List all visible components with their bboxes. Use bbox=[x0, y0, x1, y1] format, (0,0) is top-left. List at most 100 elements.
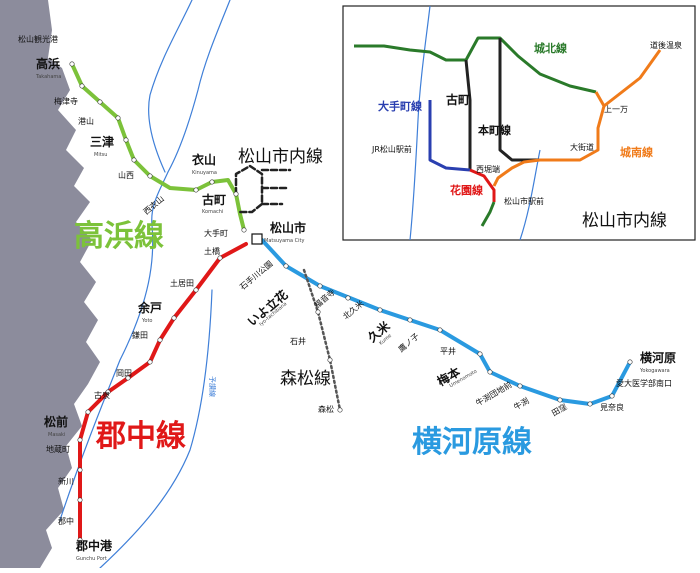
sea-area bbox=[0, 0, 100, 568]
station-dot bbox=[609, 393, 615, 399]
station-label-komachi-roman: Komachi bbox=[202, 209, 223, 215]
inset-label-nishidori: 西堀端 bbox=[476, 164, 500, 174]
label-gunchu-line: 郡中線 bbox=[95, 419, 186, 454]
station-label-kinuyamaline: 牛渕団地前 bbox=[474, 379, 514, 408]
station-label-fukuonji: 福音寺 bbox=[312, 287, 337, 310]
inset-label-honmachi: 本町線 bbox=[478, 123, 511, 137]
station-dot bbox=[437, 327, 443, 333]
station-dot bbox=[377, 307, 383, 313]
inset-label-jonan: 城南線 bbox=[620, 145, 653, 159]
station-label-yokogawara-roman: Yokogawara bbox=[639, 368, 670, 374]
station-label-gunchu: 郡中 bbox=[58, 516, 74, 526]
inset-line-green-stub bbox=[480, 201, 496, 227]
station-dot bbox=[123, 137, 129, 143]
inset-label-shidaimae: 松山市駅前 bbox=[504, 196, 544, 206]
station-label-yamanishi: 山西 bbox=[118, 170, 134, 180]
station-label-minatoyama: 港山 bbox=[78, 116, 94, 126]
station-dot bbox=[477, 351, 483, 357]
station-label-shinkawa: 新川 bbox=[58, 476, 74, 486]
inset-line-hanazono bbox=[469, 168, 496, 202]
station-label-morimatsu: 森松 bbox=[318, 404, 334, 414]
station-label-yoto-roman: Yoto bbox=[141, 318, 152, 324]
inset-label-hanazono: 花園線 bbox=[450, 183, 483, 197]
inset-label-johoku: 城北線 bbox=[534, 41, 567, 55]
station-label-kinuyama: 衣山 bbox=[192, 152, 216, 167]
label-yokogawara-line: 横河原線 bbox=[412, 425, 532, 460]
inset-line-johoku bbox=[464, 36, 597, 94]
station-dot bbox=[77, 537, 83, 543]
station-dot bbox=[517, 383, 523, 389]
station-label-mikawa: 見奈良 bbox=[600, 402, 624, 412]
line-morimatsu bbox=[302, 268, 342, 412]
station-dot bbox=[241, 227, 247, 233]
station-dot bbox=[557, 397, 563, 403]
station-dot bbox=[77, 467, 83, 473]
station-label-matsuyamashi-roman: Matsuyama City bbox=[264, 238, 305, 244]
inset-label-kamiichiman: 上一万 bbox=[604, 105, 628, 114]
station-label-takanoko: 鷹ノ子 bbox=[396, 331, 421, 354]
station-dot bbox=[131, 157, 137, 163]
station-dot bbox=[125, 375, 131, 381]
station-label-matsuyama-kanko: 松山観光港 bbox=[18, 34, 58, 44]
inset-label-matsuyama-station: JR松山駅前 bbox=[371, 144, 412, 154]
station-label-yoto: 余戸 bbox=[137, 300, 162, 315]
station-label-aitai: 愛大医学部南口 bbox=[616, 378, 672, 388]
station-label-mitsu-roman: Mitsu bbox=[94, 152, 107, 158]
inset-line-jonan bbox=[492, 91, 606, 187]
station-label-jr-fields: 予讃線 bbox=[208, 376, 217, 397]
station-label-jifukuji: 地蔵町 bbox=[46, 444, 70, 454]
inset-line-otemachi bbox=[428, 100, 471, 172]
station-label-mitsu: 三津 bbox=[90, 134, 114, 149]
station-label-otemachi: 大手町 bbox=[204, 228, 228, 238]
station-dot bbox=[77, 437, 83, 443]
inset-label-otemachi: 大手町線 bbox=[378, 99, 422, 113]
station-dot bbox=[69, 61, 75, 67]
station-dot bbox=[105, 389, 111, 395]
station-label-gunchuko: 郡中港 bbox=[75, 538, 113, 553]
station-dot bbox=[85, 409, 91, 415]
station-dot bbox=[97, 99, 103, 105]
station-dot bbox=[147, 359, 153, 365]
station-label-hirai: 平井 bbox=[440, 346, 456, 356]
station-dot bbox=[157, 337, 163, 343]
station-dot bbox=[487, 369, 493, 375]
station-dot bbox=[193, 287, 199, 293]
station-dot bbox=[171, 315, 177, 321]
inset-line-jonan-east bbox=[603, 49, 662, 108]
stations-group bbox=[69, 61, 633, 543]
inset-frame bbox=[342, 5, 696, 241]
station-label-matsuyamashi: 松山市 bbox=[270, 220, 306, 235]
station-label-matsumae: 松前 bbox=[44, 414, 68, 429]
station-label-ishite: 石手川公園 bbox=[238, 258, 275, 291]
station-label-komachi: 古町 bbox=[202, 192, 226, 207]
station-dot bbox=[627, 359, 633, 365]
station-label-tamami: 田窪 bbox=[550, 401, 569, 418]
station-dot bbox=[315, 309, 321, 315]
river-ishite bbox=[59, 0, 231, 521]
station-label-ushibuchi: 牛渕 bbox=[512, 395, 531, 412]
inset-map: 松山市内線 城北線 大手町線 本町線 花園線 城南線 古町 JR松山駅前 松山市… bbox=[342, 5, 696, 241]
station-dot bbox=[283, 263, 289, 269]
station-dot bbox=[337, 407, 343, 413]
label-morimatsu-line: 森松線 bbox=[280, 369, 331, 389]
inset-line-johoku-2 bbox=[354, 44, 466, 62]
station-dot bbox=[147, 173, 153, 179]
line-yokogawara bbox=[260, 238, 632, 406]
station-label-koizumi: 古泉 bbox=[94, 390, 110, 400]
inset-label-komachi: 古町 bbox=[446, 92, 470, 107]
label-shidai-line: 松山市内線 bbox=[238, 147, 323, 167]
station-label-gunchuko-roman: Gunchu Port bbox=[76, 556, 107, 562]
station-dot bbox=[217, 255, 223, 261]
station-label-baishinji: 梅津寺 bbox=[54, 96, 78, 106]
station-dot bbox=[317, 283, 323, 289]
station-dot bbox=[193, 187, 199, 193]
station-label-nishikinuyama: 西衣山 bbox=[141, 193, 166, 216]
station-dot bbox=[209, 179, 215, 185]
station-label-doi: 土居田 bbox=[170, 278, 194, 288]
line-takahama bbox=[70, 62, 246, 232]
river-shigenobu bbox=[99, 289, 213, 569]
station-label-ishii: 石井 bbox=[290, 336, 306, 346]
inset-line-honmachi bbox=[464, 59, 472, 170]
